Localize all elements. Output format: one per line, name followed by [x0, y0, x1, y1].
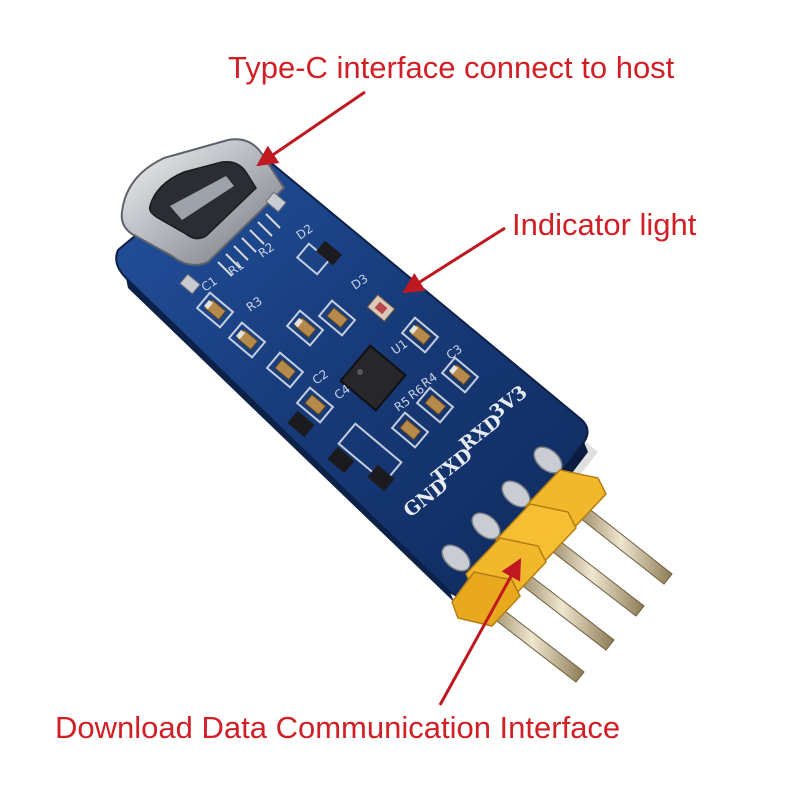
usb-uart-chip [339, 344, 407, 412]
silkscreen-outlines [195, 242, 480, 484]
indicator-led [366, 294, 396, 322]
smd-components [204, 240, 472, 492]
header-pins [479, 499, 673, 683]
callout-type-c-interface: Type-C interface connect to host [228, 50, 675, 85]
usb-type-c-connector [120, 138, 287, 295]
solder-pads [441, 446, 563, 572]
arrow-indicator [402, 226, 506, 294]
arrow-type-c [256, 90, 366, 167]
callout-arrows [256, 90, 522, 706]
arrow-pins [438, 558, 522, 706]
callout-data-interface: Download Data Communication Interface [55, 710, 621, 745]
callout-indicator-light: Indicator light [512, 207, 697, 242]
